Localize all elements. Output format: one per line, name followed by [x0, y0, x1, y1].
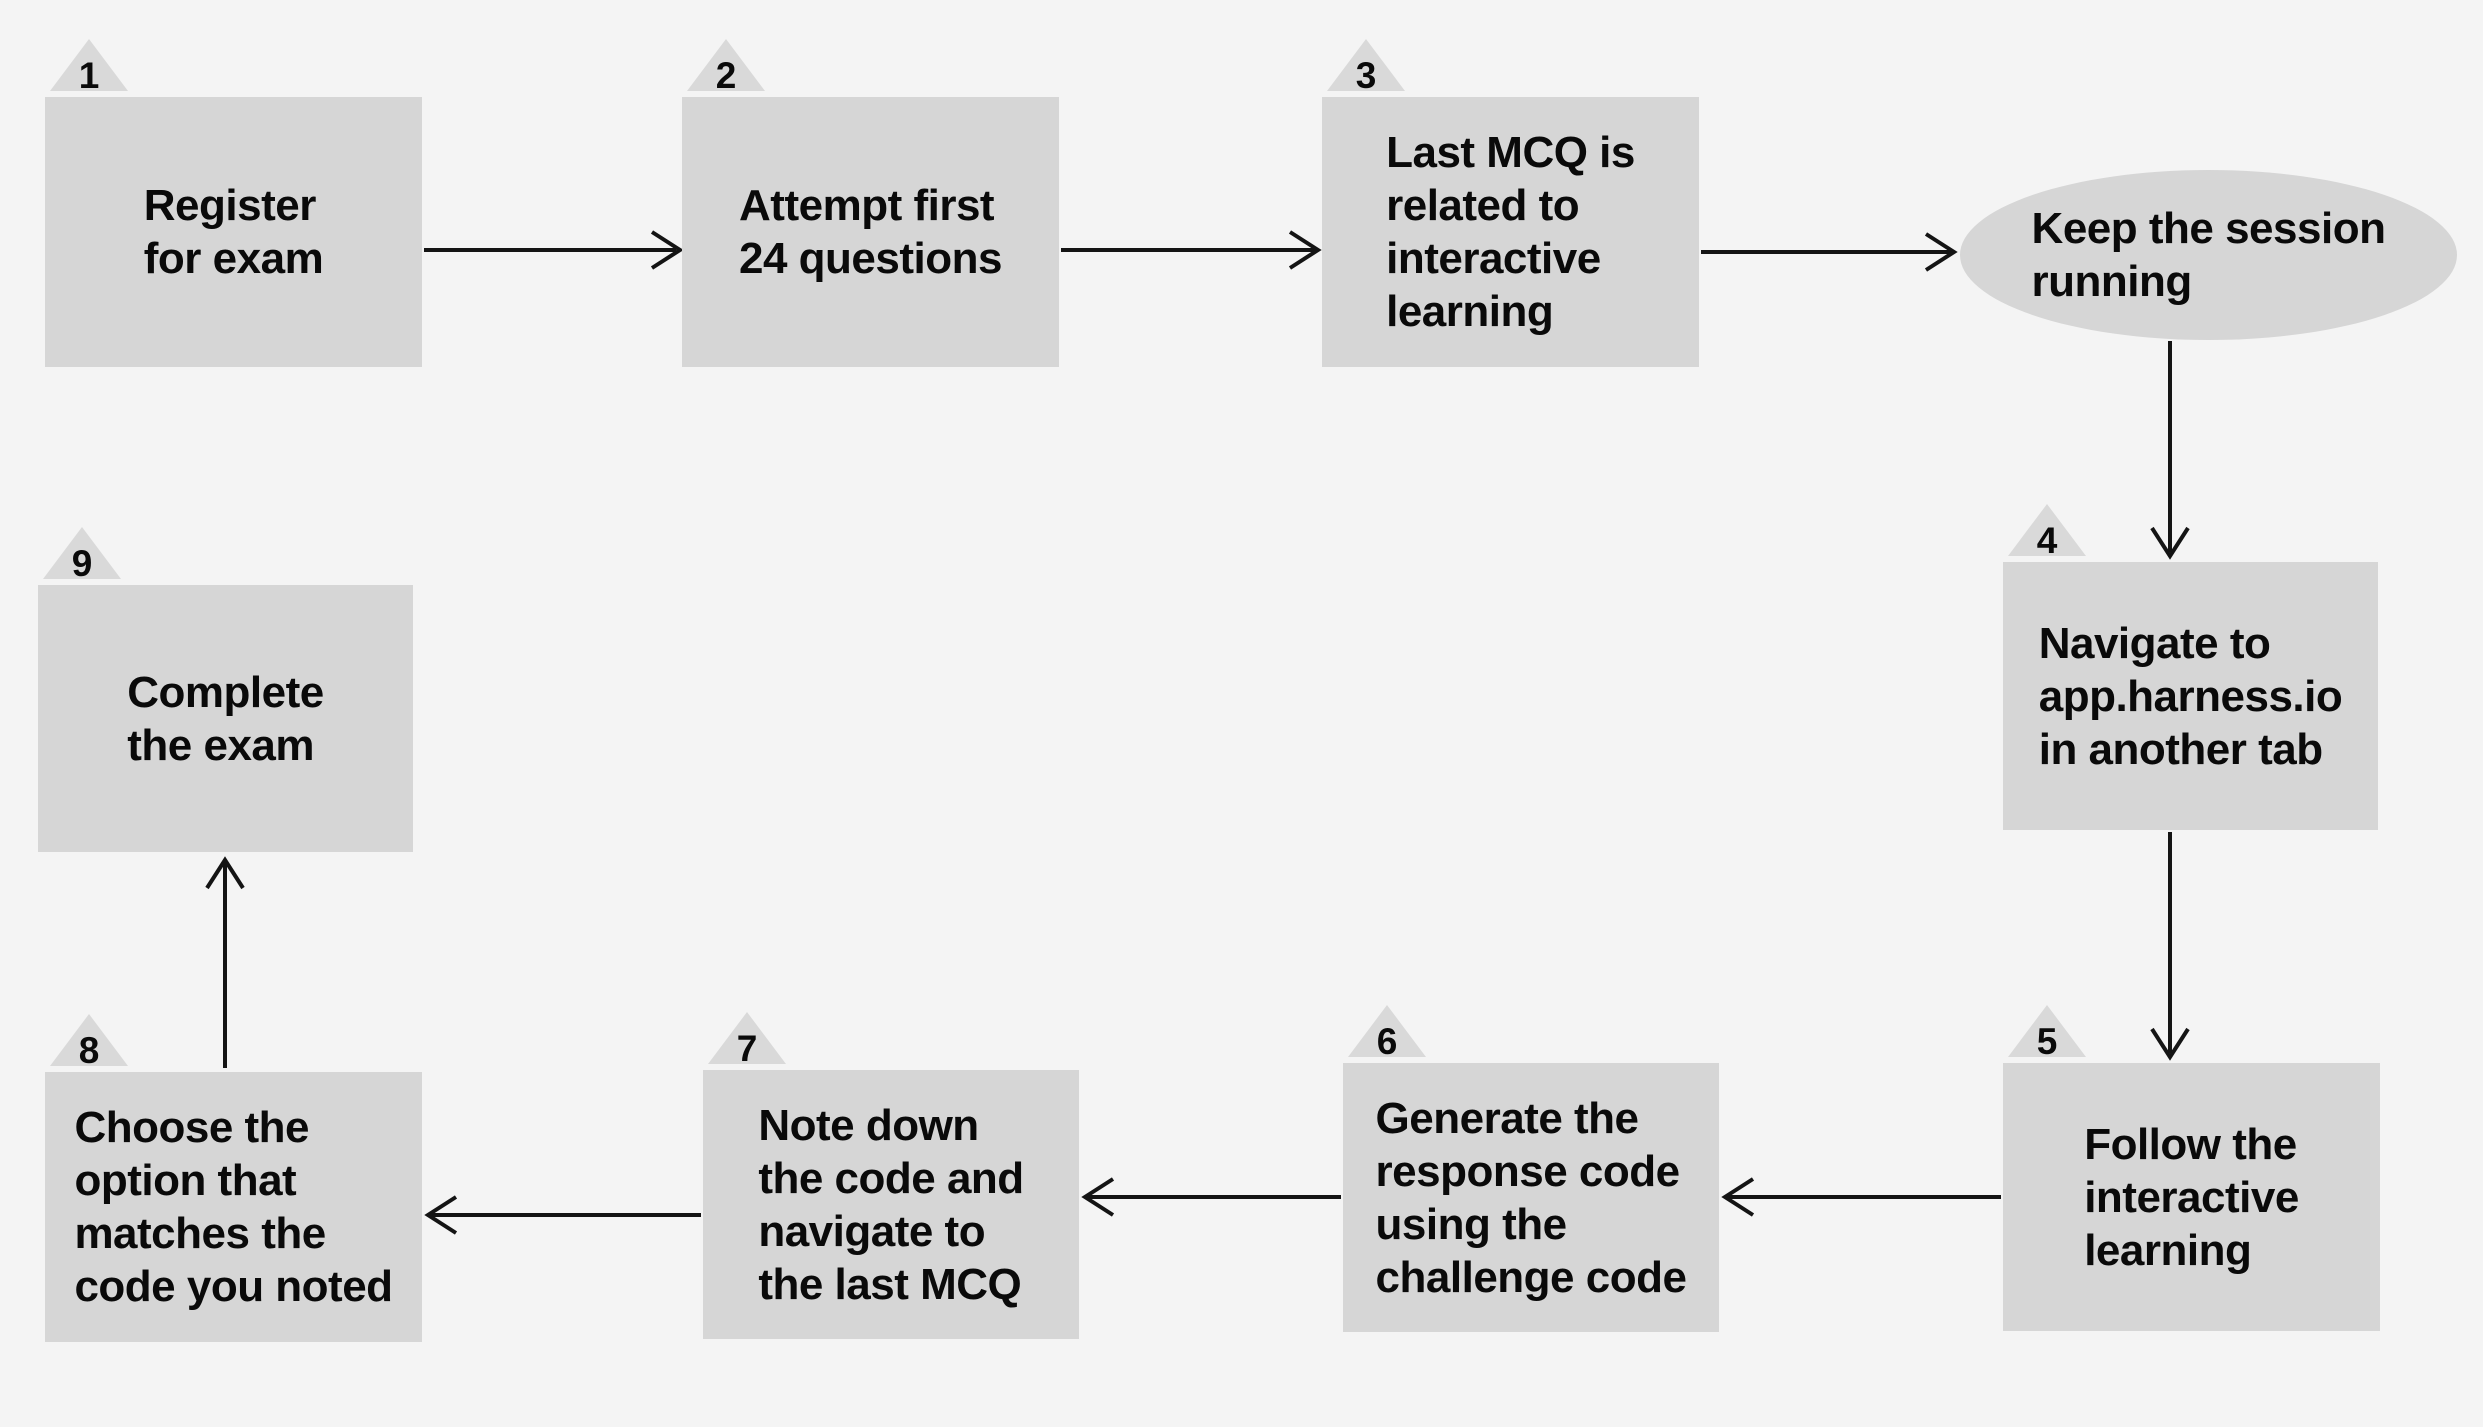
step-7-number: 7 [736, 1028, 758, 1069]
step-3-label: Last MCQ is related to interactive learn… [1386, 126, 1635, 338]
edge-3-session-arrowhead [1924, 232, 1958, 272]
text-line: Follow the [2084, 1119, 2297, 1169]
step-6-node: 6 Generate the response code using the c… [1343, 1005, 1719, 1332]
step-5-marker: 5 [2008, 1005, 2086, 1062]
text-line: the last MCQ [758, 1259, 1022, 1309]
step-4-number: 4 [2036, 520, 2058, 561]
edge-2-3-arrowhead [1288, 230, 1322, 270]
step-1-number: 1 [78, 55, 100, 96]
keep-session-node: Keep the session running [1960, 170, 2457, 340]
text-line: interactive [2084, 1172, 2299, 1222]
text-line: running [2031, 257, 2193, 306]
edge-7-8 [424, 1195, 701, 1235]
text-line: matches the [74, 1209, 326, 1258]
step-8-number: 8 [78, 1030, 100, 1071]
edge-6-7-arrowhead [1081, 1177, 1115, 1217]
text-line: challenge code [1375, 1252, 1687, 1302]
text-line: using the [1375, 1199, 1568, 1249]
step-3-marker: 3 [1327, 39, 1405, 96]
text-line: Keep the session [2031, 204, 2386, 253]
edge-3-session [1701, 232, 1958, 272]
text-line: learning [2084, 1225, 2252, 1275]
text-line: for exam [143, 234, 324, 283]
step-1-node: 1 Register for exam [45, 39, 422, 367]
text-line: app.harness.io [2038, 671, 2343, 721]
text-line: navigate to [758, 1206, 986, 1256]
edge-8-9-arrowhead [205, 856, 245, 890]
step-2-number: 2 [715, 55, 737, 96]
text-line: Attempt first [739, 181, 995, 230]
step-3-number: 3 [1355, 55, 1377, 96]
text-line: option that [74, 1156, 297, 1205]
text-line: Complete [127, 667, 324, 717]
step-6-number: 6 [1376, 1021, 1398, 1062]
step-9-number: 9 [71, 543, 93, 584]
step-5-number: 5 [2036, 1021, 2058, 1062]
edge-4-5 [2150, 832, 2190, 1061]
text-line: code you noted [74, 1262, 393, 1311]
step-6-marker: 6 [1348, 1005, 1426, 1062]
edge-2-3 [1061, 230, 1322, 270]
step-1-label: Register for exam [143, 179, 324, 285]
text-line: interactive [1386, 234, 1601, 283]
edge-8-9 [205, 856, 245, 1068]
text-line: related to [1386, 181, 1580, 230]
step-4-marker: 4 [2008, 504, 2086, 561]
edge-7-8-arrowhead [424, 1195, 458, 1235]
step-5-label: Follow the interactive learning [2084, 1118, 2299, 1277]
edge-session-4-arrowhead [2150, 526, 2190, 560]
text-line: Choose the [74, 1103, 310, 1152]
step-9-label: Complete the exam [127, 666, 324, 772]
step-6-label: Generate the response code using the cha… [1376, 1092, 1687, 1304]
step-7-node: 7 Note down the code and navigate to the… [703, 1012, 1079, 1339]
step-3-node: 3 Last MCQ is related to interactive lea… [1322, 39, 1699, 367]
step-2-node: 2 Attempt first 24 questions [682, 39, 1059, 367]
text-line: Register [143, 181, 317, 230]
edge-4-5-arrowhead [2150, 1027, 2190, 1061]
edge-5-6 [1721, 1177, 2001, 1217]
edge-session-4 [2150, 341, 2190, 560]
step-4-label: Navigate to app.harness.io in another ta… [2039, 617, 2343, 776]
step-9-node: 9 Complete the exam [38, 527, 413, 852]
text-line: Note down [758, 1100, 979, 1150]
keep-session-label: Keep the session running [2032, 202, 2386, 308]
text-line: Navigate to [2038, 618, 2271, 668]
text-line: Last MCQ is [1386, 128, 1635, 177]
edge-1-2 [424, 230, 684, 270]
text-line: Generate the [1375, 1093, 1639, 1143]
step-8-label: Choose the option that matches the code … [74, 1101, 393, 1313]
text-line: the exam [127, 720, 315, 770]
step-4-node: 4 Navigate to app.harness.io in another … [2003, 504, 2378, 830]
text-line: the code and [758, 1153, 1024, 1203]
step-5-node: 5 Follow the interactive learning [2003, 1005, 2380, 1331]
step-9-marker: 9 [43, 527, 121, 584]
step-2-marker: 2 [687, 39, 765, 96]
edge-1-2-arrowhead [650, 230, 684, 270]
edge-5-6-arrowhead [1721, 1177, 1755, 1217]
step-8-node: 8 Choose the option that matches the cod… [45, 1014, 422, 1342]
text-line: in another tab [2038, 724, 2323, 774]
step-2-label: Attempt first 24 questions [739, 179, 1002, 285]
step-7-marker: 7 [708, 1012, 786, 1069]
step-1-marker: 1 [50, 39, 128, 96]
text-line: response code [1375, 1146, 1681, 1196]
step-8-marker: 8 [50, 1014, 128, 1071]
edge-6-7 [1081, 1177, 1341, 1217]
step-7-label: Note down the code and navigate to the l… [758, 1099, 1024, 1311]
text-line: 24 questions [739, 234, 1002, 283]
text-line: learning [1386, 287, 1554, 336]
